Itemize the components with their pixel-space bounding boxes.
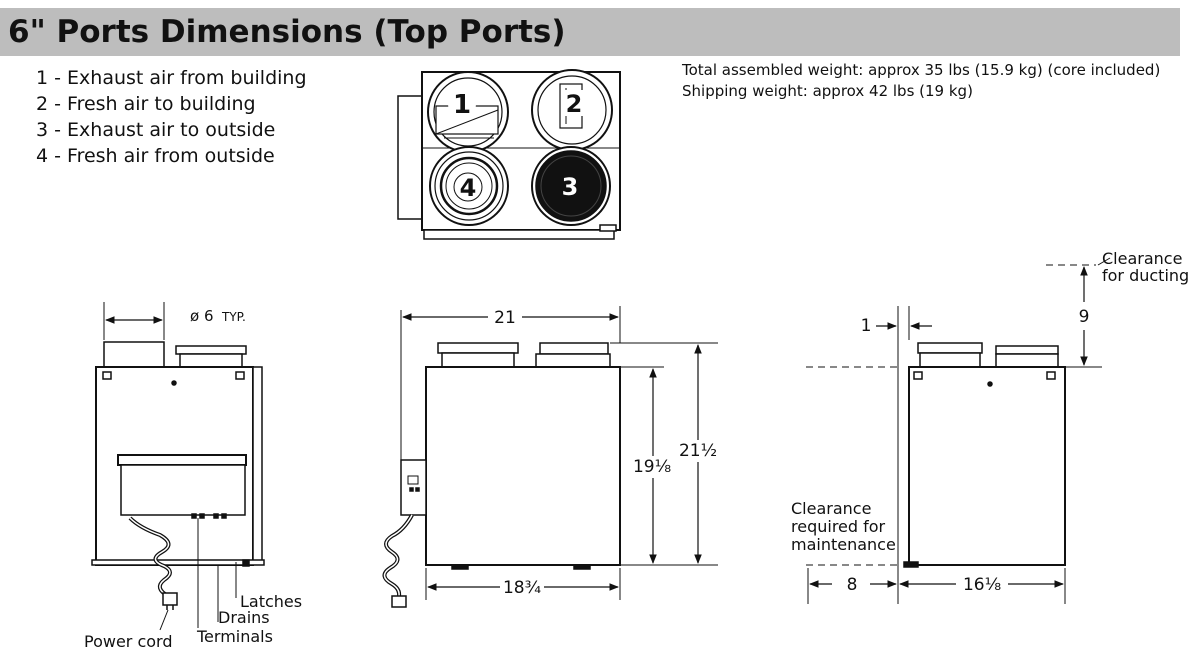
clearance-port-right xyxy=(995,353,1059,368)
port-diameter-suffix: TYP. xyxy=(221,310,246,324)
front-height-total: 21½ xyxy=(679,441,717,461)
side-port-right xyxy=(179,353,243,368)
top-view-base xyxy=(423,229,615,240)
port-diameter-label: ø 6 xyxy=(190,307,214,325)
clearance-port-left xyxy=(919,352,981,368)
front-view xyxy=(382,306,718,608)
legend-item-1: 1 - Exhaust air from building xyxy=(36,67,307,89)
ducting-clearance-label-line1: Clearance xyxy=(1102,249,1182,268)
maintenance-label-line2: required for xyxy=(791,517,886,536)
maintenance-label-line1: Clearance xyxy=(791,499,871,518)
title-bar: 6" Ports Dimensions (Top Ports) xyxy=(0,8,1180,56)
port-label-4: 4 xyxy=(460,174,477,202)
legend-item-4: 4 - Fresh air from outside xyxy=(36,145,275,167)
front-height-body: 19⅛ xyxy=(633,457,671,477)
port-label-2: 2 xyxy=(566,90,583,118)
clearance-gap-value: 1 xyxy=(861,316,872,336)
top-view-side-box xyxy=(397,95,425,220)
shipping-weight: Shipping weight: approx 42 lbs (19 kg) xyxy=(682,82,973,100)
assembled-weight: Total assembled weight: approx 35 lbs (1… xyxy=(682,61,1161,79)
latches-label: Latches xyxy=(240,592,302,611)
port-3 xyxy=(531,146,611,226)
front-width-base: 18¾ xyxy=(503,578,541,598)
clearance-depth-value: 16⅛ xyxy=(963,575,1001,595)
page-title: 6" Ports Dimensions (Top Ports) xyxy=(8,14,566,50)
legend-item-3: 3 - Exhaust air to outside xyxy=(36,119,276,141)
clearance-view-body xyxy=(908,366,1066,566)
maintenance-clearance-value: 8 xyxy=(847,575,858,595)
port-label-1: 1 xyxy=(453,90,471,120)
front-width-total: 21 xyxy=(494,308,516,328)
port-label-3: 3 xyxy=(562,173,579,201)
front-view-body xyxy=(425,366,621,566)
maintenance-label-line3: maintenance xyxy=(791,535,896,554)
control-box xyxy=(120,464,246,516)
ducting-clearance-label-line2: for ducting xyxy=(1102,266,1189,285)
front-power-cord xyxy=(382,514,414,601)
terminals-label: Terminals xyxy=(196,627,273,646)
front-port-right xyxy=(535,353,611,368)
control-box-lid xyxy=(117,454,247,466)
power-cord-label: Power cord xyxy=(84,632,173,651)
side-port-left xyxy=(103,341,165,368)
front-control-panel xyxy=(400,459,427,516)
side-view xyxy=(91,302,265,631)
drains-label: Drains xyxy=(218,608,270,627)
front-port-left xyxy=(441,352,515,368)
clearance-view xyxy=(806,257,1111,604)
ducting-clearance-value: 9 xyxy=(1079,307,1090,327)
legend-item-2: 2 - Fresh air to building xyxy=(36,93,256,115)
top-view xyxy=(397,69,621,240)
